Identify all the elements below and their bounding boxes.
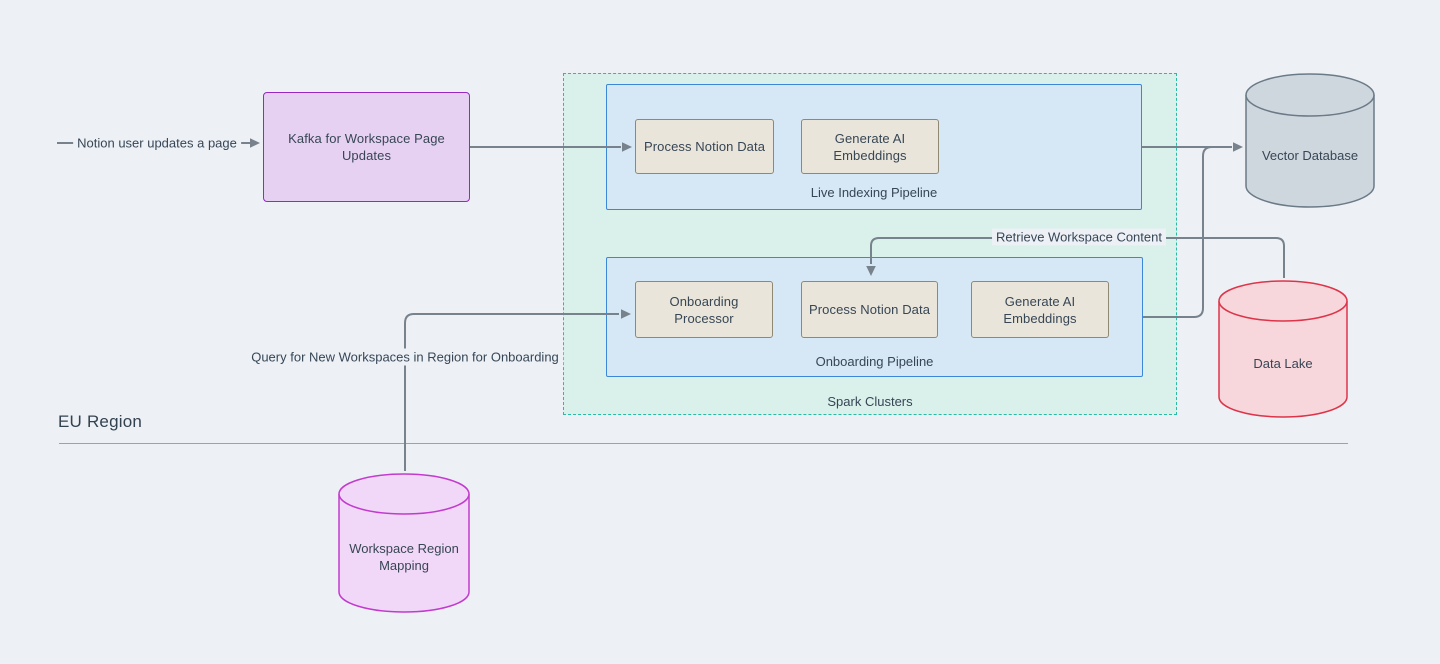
live-indexing-pipeline-label: Live Indexing Pipeline	[810, 185, 938, 200]
step-label: Generate AI Embeddings	[833, 130, 907, 163]
cylinder-body	[338, 494, 470, 613]
cylinder-top	[338, 473, 470, 515]
step-label: Process Notion Data	[643, 139, 766, 154]
step-onboarding-generate-ai-embeddings: Generate AI Embeddings	[971, 281, 1109, 338]
database-cylinder-shape	[1245, 73, 1375, 208]
region-divider	[59, 443, 1348, 444]
database-cylinder-shape	[338, 473, 470, 613]
step-live-process-notion-data: Process Notion Data	[635, 119, 774, 174]
arrowhead-into-kafka	[250, 138, 260, 148]
kafka-label: Kafka for Workspace Page Updates	[288, 131, 445, 163]
node-onboarding-pipeline: Onboarding Processor Process Notion Data…	[606, 257, 1143, 377]
cylinder-body	[1218, 301, 1348, 418]
database-cylinder-shape	[1218, 280, 1348, 418]
step-label: Process Notion Data	[808, 302, 931, 317]
node-workspace-region-mapping: Workspace Region Mapping	[338, 473, 470, 613]
onboarding-pipeline-label: Onboarding Pipeline	[815, 354, 934, 369]
step-onboarding-processor: Onboarding Processor	[635, 281, 773, 338]
cylinder-top	[1245, 73, 1375, 117]
edge-label-user-update: Notion user updates a page	[73, 134, 241, 152]
step-label: Generate AI Embeddings	[1003, 293, 1077, 326]
edge-label-retrieve-workspace-content: Retrieve Workspace Content	[992, 228, 1166, 246]
spark-clusters-label: Spark Clusters	[827, 394, 913, 409]
node-data-lake: Data Lake	[1218, 280, 1348, 418]
step-label: Onboarding Processor	[669, 293, 739, 326]
step-live-generate-ai-embeddings: Generate AI Embeddings	[801, 119, 939, 174]
node-kafka: Kafka for Workspace Page Updates	[263, 92, 470, 202]
vector-database-label: Vector Database	[1261, 148, 1359, 163]
step-onboarding-process-notion-data: Process Notion Data	[801, 281, 938, 338]
node-live-indexing-pipeline: Process Notion Data Generate AI Embeddin…	[606, 84, 1142, 210]
node-vector-database: Vector Database	[1245, 73, 1375, 208]
cylinder-body	[1245, 95, 1375, 208]
eu-region-label: EU Region	[58, 412, 143, 431]
arrowhead-into-vector-db	[1233, 142, 1243, 152]
data-lake-label: Data Lake	[1253, 355, 1313, 371]
edge-label-query-new-workspaces: Query for New Workspaces in Region for O…	[247, 348, 563, 366]
workspace-region-mapping-label: Workspace Region Mapping	[349, 541, 459, 573]
